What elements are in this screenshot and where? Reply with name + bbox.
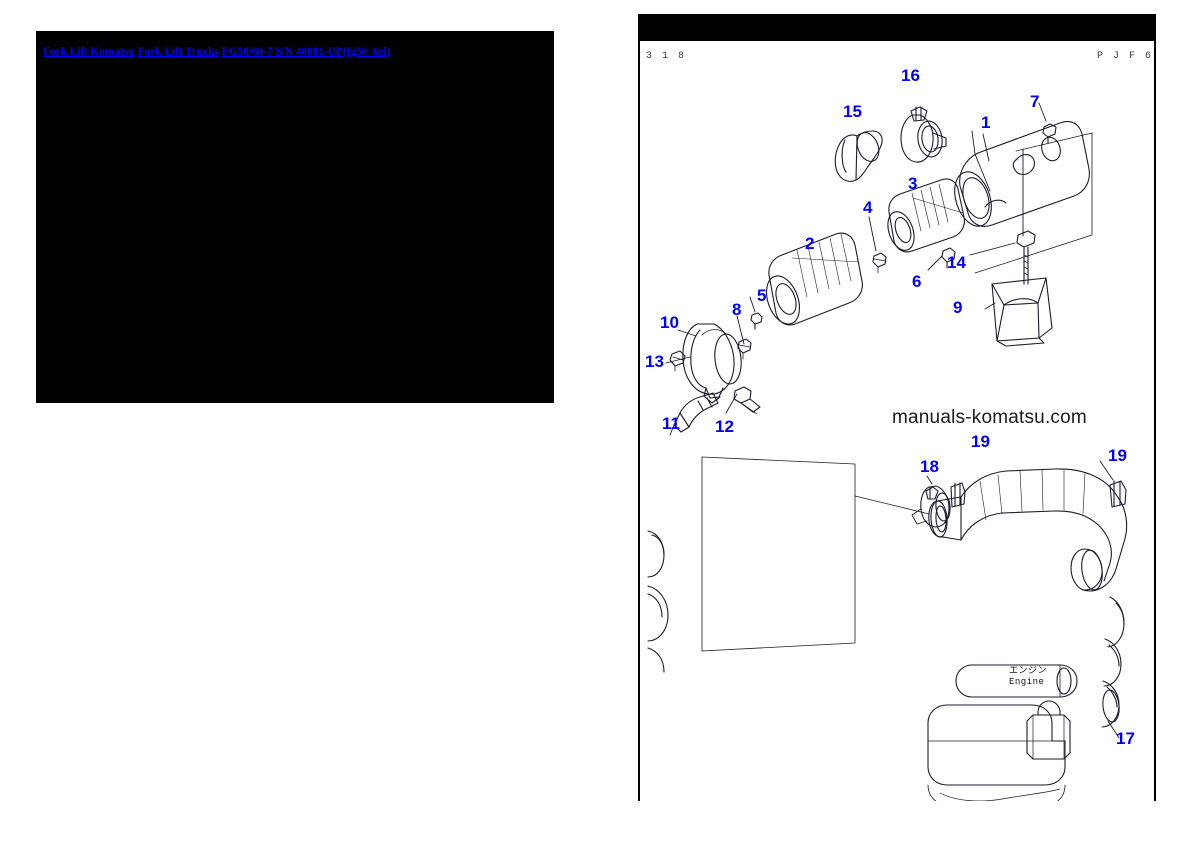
callout-number-10[interactable]: 10 [660, 313, 679, 332]
parts-diagram-panel: 3 1 8 P J F 6 [632, 14, 1156, 802]
callout-number-16[interactable]: 16 [901, 66, 920, 85]
diagram-border-left [638, 41, 640, 801]
callout-number-2[interactable]: 2 [805, 234, 815, 253]
callout-number-11[interactable]: 11 [662, 414, 680, 433]
callout-number-9[interactable]: 9 [953, 298, 963, 317]
diagram-top-bar [638, 14, 1156, 41]
callout-number-18[interactable]: 18 [920, 457, 939, 476]
callout-number-12[interactable]: 12 [715, 417, 734, 436]
content-preview-panel: Fork Lift Komatsu Fork Lift Trucks FG50/… [36, 31, 554, 403]
callout-number-7[interactable]: 7 [1030, 92, 1040, 111]
callout-number-1[interactable]: 1 [981, 113, 991, 132]
diagram-border-right [1154, 41, 1156, 801]
diagram-canvas: 3 1 8 P J F 6 [640, 41, 1154, 801]
breadcrumb: Fork Lift Komatsu Fork Lift Trucks FG50/… [43, 46, 390, 59]
diagram-header-code-right: P J F 6 [1097, 51, 1154, 62]
breadcrumb-link-fork-lift-komatsu[interactable]: Fork Lift Komatsu [43, 46, 135, 58]
engine-label-english: Engine [1009, 677, 1045, 687]
callout-number-13[interactable]: 13 [645, 352, 664, 371]
watermark-text: manuals-komatsu.com [892, 407, 1087, 428]
callout-number-15[interactable]: 15 [843, 102, 862, 121]
breadcrumb-link-model[interactable]: FG50/60-7 S/N 40001-UP(fg50_6el) [221, 46, 391, 58]
callout-number-19b[interactable]: 19 [1108, 446, 1127, 465]
callout-number-17[interactable]: 17 [1116, 729, 1135, 748]
callout-number-8[interactable]: 8 [732, 300, 742, 319]
breadcrumb-link-fork-lift-trucks[interactable]: Fork Lift Trucks [137, 46, 219, 58]
callout-number-3[interactable]: 3 [908, 174, 918, 193]
callout-number-19a[interactable]: 19 [971, 432, 990, 451]
callout-number-6[interactable]: 6 [912, 272, 922, 291]
exploded-parts-illustration [647, 102, 1128, 801]
callout-number-4[interactable]: 4 [863, 198, 873, 217]
diagram-header-code-left: 3 1 8 [646, 51, 687, 62]
callout-number-14[interactable]: 14 [947, 253, 966, 272]
engine-label-japanese: エンジン [1009, 666, 1048, 676]
callout-number-5[interactable]: 5 [757, 286, 767, 305]
